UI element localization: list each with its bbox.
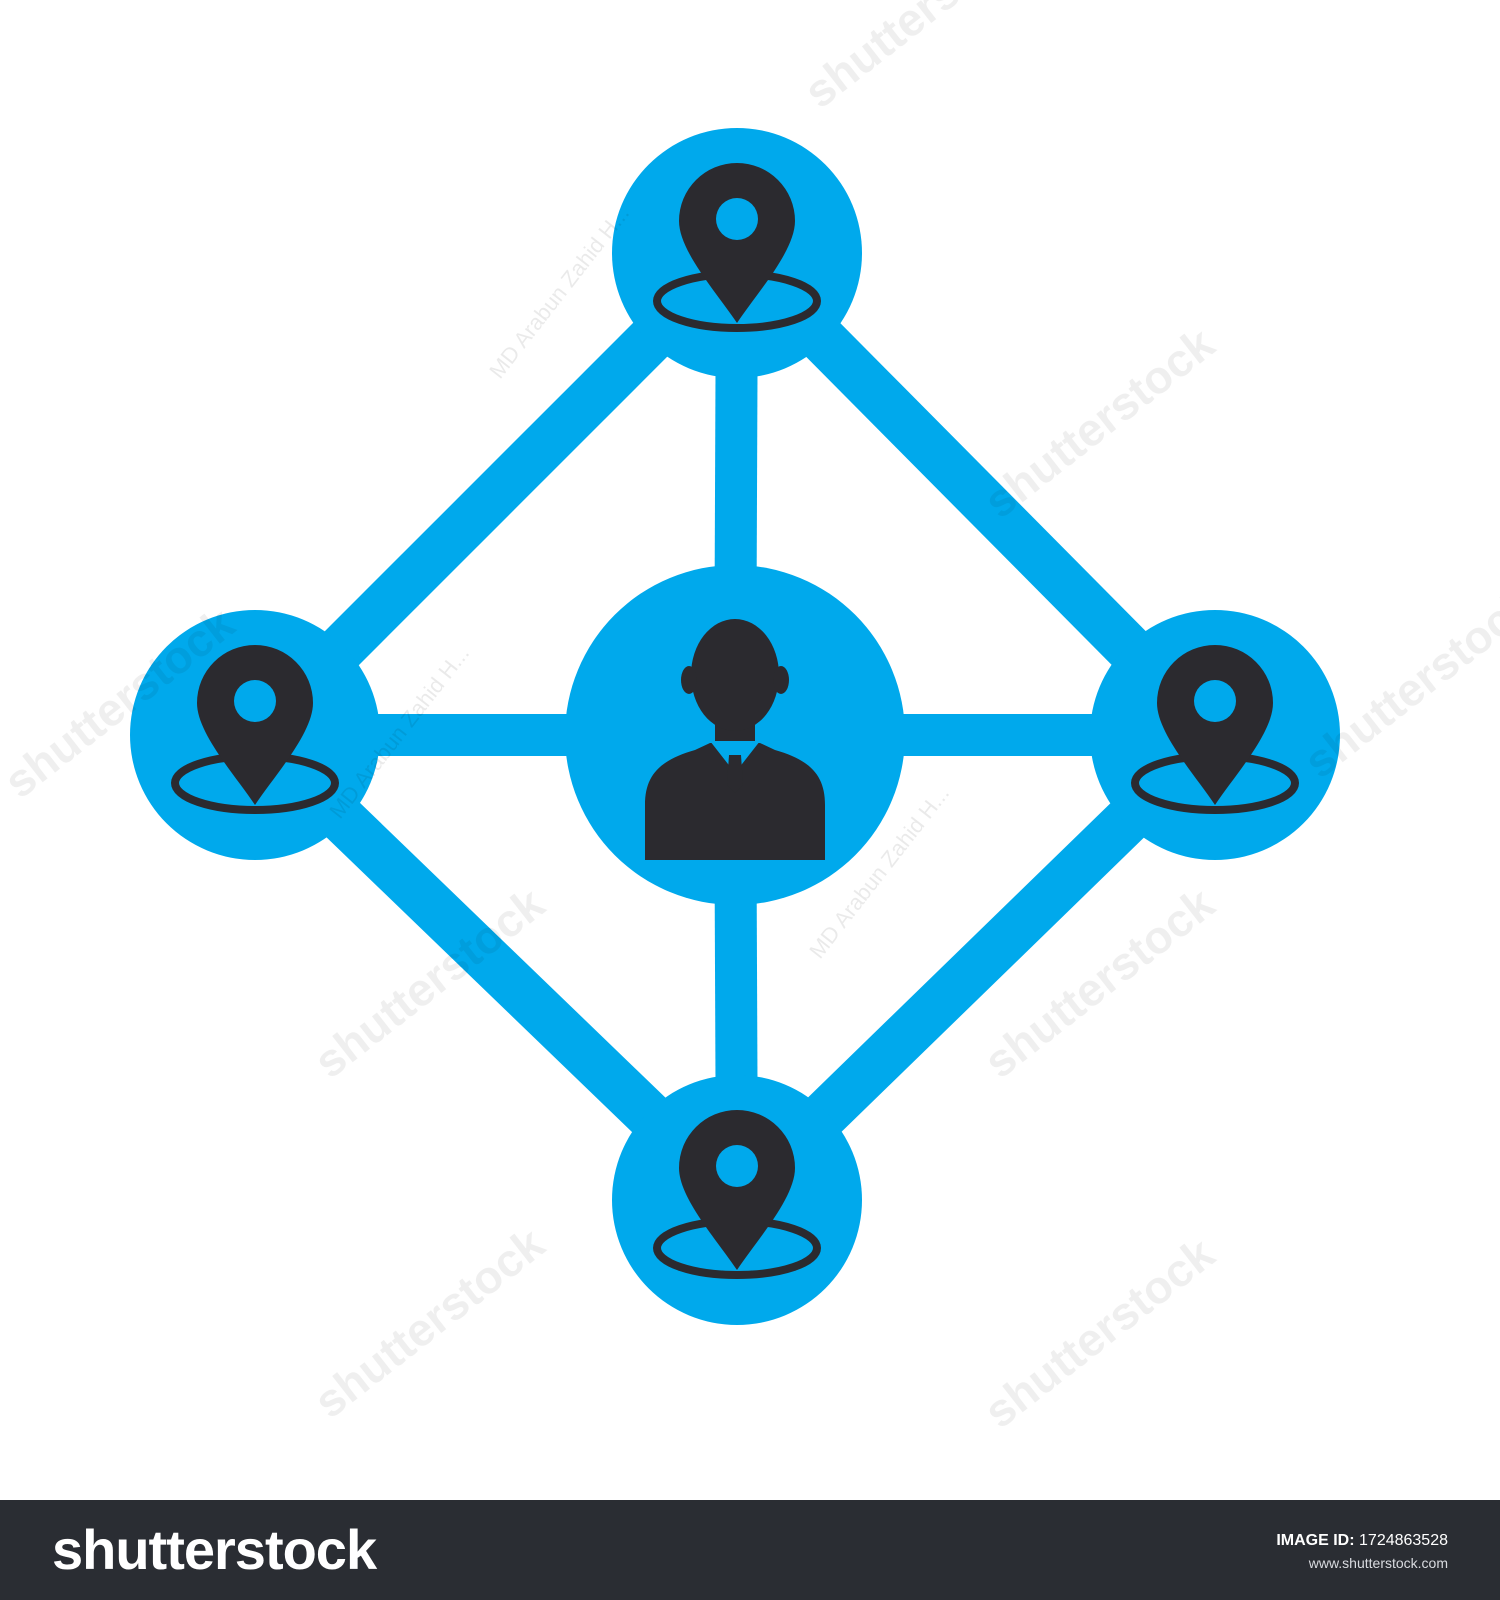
- person-tie: [727, 755, 743, 793]
- image-id-label: IMAGE ID:: [1276, 1532, 1355, 1549]
- person-icon: [645, 619, 825, 860]
- person-body: [645, 743, 825, 860]
- nodes: [130, 128, 1340, 1325]
- pin-hole: [716, 198, 758, 240]
- pin-body: [679, 1110, 795, 1270]
- watermark-text: shutterstock: [974, 317, 1224, 528]
- watermark-text: shutterstock: [304, 1217, 554, 1428]
- pin-body: [197, 645, 313, 805]
- brand-logo: shutterstock: [52, 1518, 377, 1581]
- pin-body: [1157, 645, 1273, 805]
- image-id: IMAGE ID: 1724863528: [1276, 1530, 1448, 1552]
- site-url: www.shutterstock.com: [1308, 1555, 1448, 1571]
- map-pin-icon: [1131, 645, 1299, 814]
- watermark-text: shutterstock: [974, 1227, 1224, 1438]
- footer-bar: shutterstock IMAGE ID: 1724863528 www.sh…: [0, 1500, 1500, 1600]
- map-pin-icon: [171, 645, 339, 814]
- image-meta: IMAGE ID: 1724863528 www.shutterstock.co…: [1276, 1530, 1448, 1574]
- map-pin-icon: [653, 163, 821, 332]
- pin-hole: [1194, 680, 1236, 722]
- pin-body: [679, 163, 795, 323]
- person-head: [691, 619, 779, 731]
- pin-hole: [716, 1145, 758, 1187]
- image-id-value: 1724863528: [1359, 1532, 1448, 1549]
- person-ear-left: [681, 666, 697, 694]
- network-diagram: shutterstock shutterstock shutterstock shut…: [0, 0, 1500, 1438]
- node-right: [1090, 610, 1340, 860]
- watermark-text: shutterstock: [794, 0, 1044, 118]
- diagram-canvas: shutterstock shutterstock shutterstock shut…: [0, 0, 1500, 1438]
- node-center: [565, 565, 905, 905]
- node-left: [130, 610, 380, 860]
- node-bottom: [612, 1075, 862, 1325]
- person-ear-right: [773, 666, 789, 694]
- node-top: [612, 128, 862, 378]
- map-pin-icon: [653, 1110, 821, 1279]
- pin-hole: [234, 680, 276, 722]
